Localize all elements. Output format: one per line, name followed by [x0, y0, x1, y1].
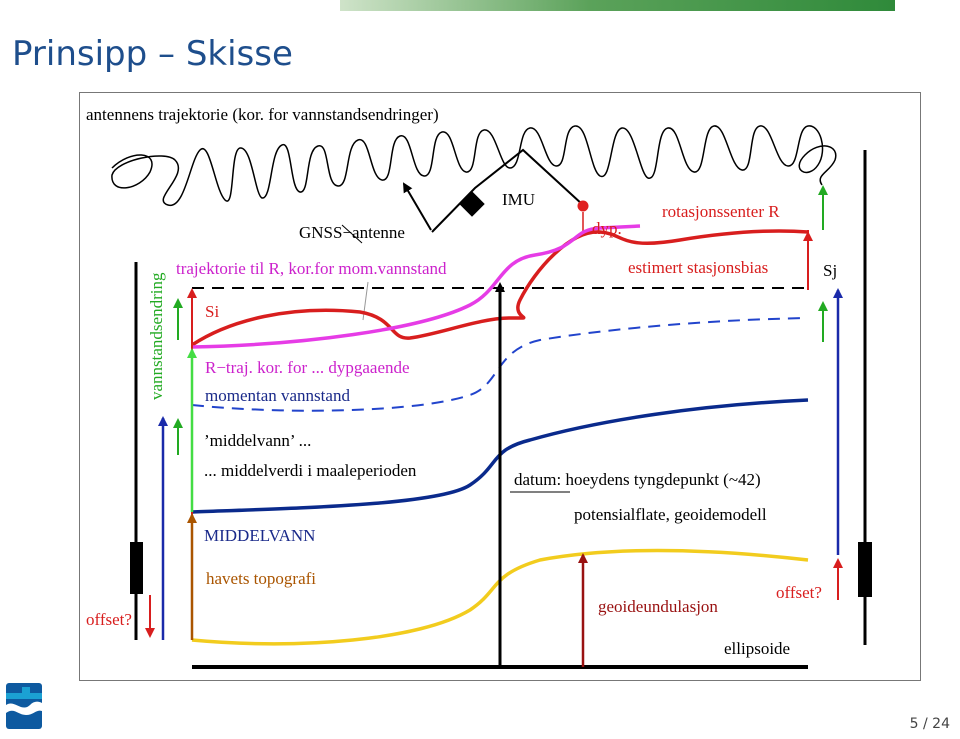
offset-left-label: offset?	[86, 610, 132, 629]
gnss-label: GNSS−antenne	[299, 223, 405, 242]
antenna-trajectory-scribble	[111, 125, 837, 206]
momentary-water-label: momentan vannstand	[205, 386, 350, 405]
trajectory-r-label: trajektorie til R, kor.for mom.vannstand	[176, 259, 447, 278]
rotation-center-dot	[577, 200, 589, 212]
potential-surface-yellow	[191, 548, 809, 646]
slide-title: Prinsipp – Skisse	[12, 34, 293, 74]
imu-label: IMU	[502, 190, 535, 209]
middelvann-label: ’middelvann’ ...	[204, 431, 311, 450]
offset-right-label: offset?	[776, 583, 822, 602]
momentary-water-magenta	[191, 224, 641, 349]
ellipsoid-label: ellipsoide	[724, 639, 790, 658]
gnss-leader-line	[341, 224, 363, 244]
station-bias-label: estimert stasjonsbias	[628, 258, 768, 277]
r-trajectory-red	[191, 229, 809, 347]
datum-label: datum: hoeydens tyngdepunkt (~42)	[514, 470, 761, 489]
left-gauge-block	[130, 542, 143, 594]
r-traj-label: R−traj. kor. for ... dypgaaende	[205, 358, 410, 377]
trajectory-label: antennens trajektorie (kor. for vannstan…	[86, 105, 439, 124]
sj-label: Sj	[823, 261, 837, 280]
geoid-undulation-label: geoideundulasjon	[598, 597, 718, 616]
header-accent-bar	[340, 0, 895, 11]
mean-value-navy	[191, 398, 809, 514]
potential-label: potensialflate, geoidemodell	[574, 505, 767, 524]
vertical-water-label: vannstandsendring	[147, 272, 166, 400]
imu-arm-line	[431, 148, 584, 233]
middelvann-caps-label: MIDDELVANN	[204, 526, 315, 545]
page-number: 5 / 24	[909, 716, 950, 732]
dyp-label: dyp.	[592, 219, 622, 238]
rotation-center-label: rotasjonssenter R	[662, 202, 780, 221]
si-label: Si	[205, 302, 219, 321]
middelverdi-label: ... middelverdi i maaleperioden	[204, 461, 417, 480]
university-logo	[6, 683, 42, 729]
right-gauge-block	[858, 542, 872, 597]
topography-label: havets topografi	[206, 569, 316, 588]
gnss-arm-line	[402, 182, 432, 231]
imu-box	[459, 191, 485, 217]
diagram-frame	[79, 92, 921, 681]
